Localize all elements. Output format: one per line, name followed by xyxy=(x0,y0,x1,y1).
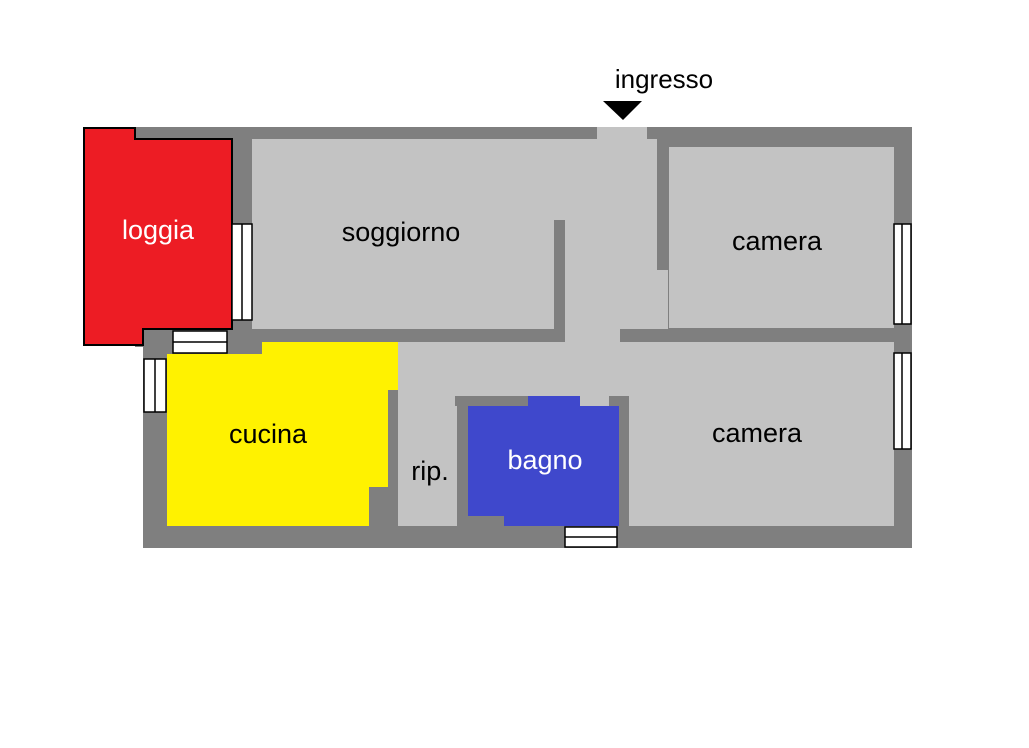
bagno-room xyxy=(468,396,619,526)
window-loggia-kitchen xyxy=(172,330,228,354)
camera-top-label: camera xyxy=(732,226,823,256)
window-cucina-left xyxy=(143,358,167,413)
entrance-arrow-icon xyxy=(603,101,642,120)
window-loggia-soggiorno xyxy=(231,223,253,321)
loggia-label: loggia xyxy=(122,215,195,245)
rip-label: rip. xyxy=(411,456,449,486)
soggiorno-label: soggiorno xyxy=(342,217,461,247)
camera-top-room xyxy=(669,147,894,328)
rip-door-strip xyxy=(398,396,411,406)
cucina-label: cucina xyxy=(229,419,308,449)
camera-bottom-room xyxy=(629,342,894,526)
hallway xyxy=(398,329,629,406)
soggiorno-room xyxy=(252,139,668,329)
entrance-opening xyxy=(597,127,647,141)
window-camera-bottom xyxy=(893,352,912,450)
entrance-label: ingresso xyxy=(615,64,713,94)
bagno-label: bagno xyxy=(507,445,582,475)
window-camera-top xyxy=(893,223,912,325)
cucina-room xyxy=(167,342,398,526)
rip-room xyxy=(398,406,457,526)
loggia-room xyxy=(83,127,233,346)
camera-bottom-label: camera xyxy=(712,418,803,448)
window-bagno xyxy=(564,526,618,548)
